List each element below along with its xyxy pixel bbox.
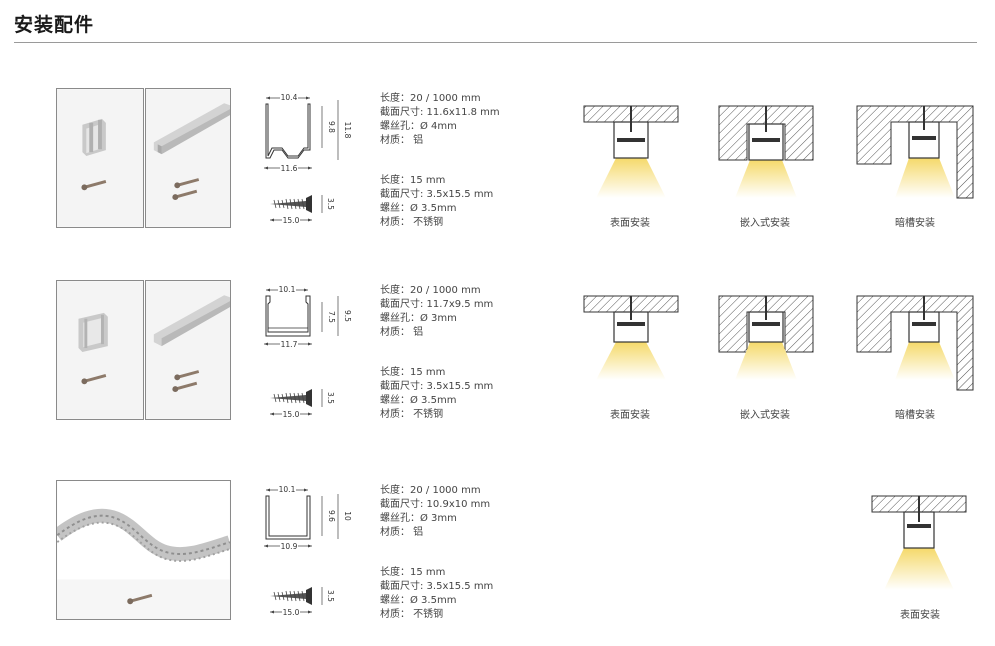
screw-length: 15.0 <box>283 608 300 617</box>
dim-inner-height: 9.8 <box>327 121 336 133</box>
clip-photo <box>56 88 144 228</box>
profile-drawing: 10.1 10.9 9.6 10 <box>258 484 358 554</box>
spec-length: 长度：20 / 1000 mm <box>380 93 481 104</box>
spec-material: 材质： 不锈钢 <box>380 217 444 228</box>
profile-drawing: 10.1 11.7 7.5 9.5 <box>258 284 358 354</box>
spec-section: 截面尺寸: 3.5x15.5 mm <box>380 581 494 592</box>
spec-material: 材质： 铝 <box>380 135 424 146</box>
dim-outer-height: 11.8 <box>343 122 352 139</box>
install-label: 嵌入式安装 <box>740 410 790 421</box>
screw-spec: 长度：15 mm 截面尺寸: 3.5x15.5 mm 螺丝：Ø 3.5mm 材质… <box>380 566 493 622</box>
dim-top: 10.1 <box>279 285 296 294</box>
install-recessed: 嵌入式安装 <box>705 88 825 238</box>
spec-length: 长度：20 / 1000 mm <box>380 485 481 496</box>
spec-section: 截面尺寸: 11.6x11.8 mm <box>380 107 500 118</box>
install-label: 暗槽安装 <box>895 218 935 229</box>
install-surface: 表面安装 <box>860 480 980 630</box>
dim-bottom: 11.7 <box>281 340 298 349</box>
screw-drawing: 15.0 3.5 <box>266 386 346 422</box>
flexible-profile-photo <box>56 480 231 620</box>
spec-screw: 螺丝：Ø 3.5mm <box>380 203 457 214</box>
spec-section: 截面尺寸: 3.5x15.5 mm <box>380 381 494 392</box>
screw-spec: 长度：15 mm 截面尺寸: 3.5x15.5 mm 螺丝：Ø 3.5mm 材质… <box>380 174 493 230</box>
screw-drawing: 15.0 3.5 <box>266 584 346 620</box>
spec-section: 截面尺寸: 11.7x9.5 mm <box>380 299 494 310</box>
install-cove: 暗槽安装 <box>855 280 975 430</box>
spec-length: 长度：15 mm <box>380 175 446 186</box>
spec-screw: 螺丝：Ø 3.5mm <box>380 595 457 606</box>
spec-hole: 螺丝孔：Ø 3mm <box>380 513 457 524</box>
spec-material: 材质： 不锈钢 <box>380 609 444 620</box>
spec-length: 长度：15 mm <box>380 367 446 378</box>
product-row-2: 10.1 11.7 7.5 9.5 15.0 <box>0 280 995 430</box>
product-row-3: 10.1 10.9 9.6 10 15.0 3.5 <box>0 480 995 630</box>
profile-spec: 长度：20 / 1000 mm 截面尺寸: 10.9x10 mm 螺丝孔：Ø 3… <box>380 484 490 540</box>
install-surface: 表面安装 <box>570 88 690 238</box>
screw-length: 15.0 <box>283 216 300 225</box>
profile-drawing: 10.4 11.6 9.8 11.8 <box>258 92 358 182</box>
spec-material: 材质： 不锈钢 <box>380 409 444 420</box>
spec-material: 材质： 铝 <box>380 527 424 538</box>
spec-section: 截面尺寸: 3.5x15.5 mm <box>380 189 494 200</box>
install-label: 表面安装 <box>610 218 650 229</box>
screw-head: 3.5 <box>326 392 335 404</box>
spec-length: 长度：20 / 1000 mm <box>380 285 481 296</box>
profile-spec: 长度：20 / 1000 mm 截面尺寸: 11.7x9.5 mm 螺丝孔：Ø … <box>380 284 493 340</box>
clip-photo <box>56 280 144 420</box>
dim-outer-height: 10 <box>343 511 352 521</box>
install-label: 表面安装 <box>900 610 940 621</box>
product-row-1: 10.4 11.6 9.8 11.8 15.0 3.5 <box>0 88 995 238</box>
dim-bottom: 11.6 <box>281 164 298 173</box>
dim-inner-height: 9.6 <box>327 510 336 522</box>
spec-material: 材质： 铝 <box>380 327 424 338</box>
dim-top: 10.4 <box>281 93 298 102</box>
dim-inner-height: 7.5 <box>327 311 336 323</box>
screw-spec: 长度：15 mm 截面尺寸: 3.5x15.5 mm 螺丝：Ø 3.5mm 材质… <box>380 366 493 422</box>
install-label: 嵌入式安装 <box>740 218 790 229</box>
screw-drawing: 15.0 3.5 <box>266 192 346 228</box>
spec-hole: 螺丝孔：Ø 4mm <box>380 121 457 132</box>
profile-photo <box>145 280 231 420</box>
spec-length: 长度：15 mm <box>380 567 446 578</box>
screw-length: 15.0 <box>283 410 300 419</box>
page-title: 安装配件 <box>14 15 95 36</box>
install-label: 表面安装 <box>610 410 650 421</box>
title-divider <box>14 42 977 43</box>
screw-head: 3.5 <box>326 198 335 210</box>
dim-outer-height: 9.5 <box>343 310 352 322</box>
screw-head: 3.5 <box>326 590 335 602</box>
profile-spec: 长度：20 / 1000 mm 截面尺寸: 11.6x11.8 mm 螺丝孔：Ø… <box>380 92 500 148</box>
install-recessed: 嵌入式安装 <box>705 280 825 430</box>
spec-hole: 螺丝孔：Ø 3mm <box>380 313 457 324</box>
dim-top: 10.1 <box>279 485 296 494</box>
install-cove: 暗槽安装 <box>855 88 975 238</box>
install-label: 暗槽安装 <box>895 410 935 421</box>
dim-bottom: 10.9 <box>281 542 298 551</box>
spec-section: 截面尺寸: 10.9x10 mm <box>380 499 491 510</box>
profile-photo <box>145 88 231 228</box>
install-surface: 表面安装 <box>570 280 690 430</box>
spec-screw: 螺丝：Ø 3.5mm <box>380 395 457 406</box>
